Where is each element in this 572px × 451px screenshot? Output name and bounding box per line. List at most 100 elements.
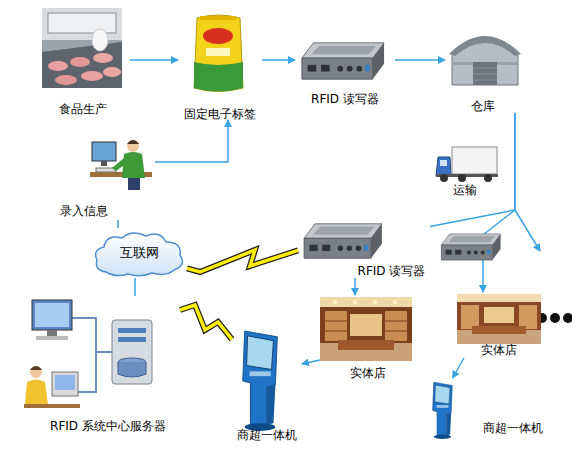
node-label: 商超一体机 [480, 421, 546, 435]
food-production-photo-part [42, 8, 122, 40]
store-photo-part [333, 300, 337, 304]
server-center-picture-part [32, 300, 72, 330]
store-photo-part [519, 305, 537, 329]
reader-node: RFID 读写器 [295, 38, 395, 108]
branch-arrow [515, 210, 540, 251]
flow-arrow [135, 278, 136, 296]
flow-line [354, 278, 356, 295]
warehouse-picture-part [473, 74, 497, 75]
food-production-photo [42, 8, 122, 88]
flow-arrow [118, 220, 119, 228]
food-production-photo-part [48, 61, 68, 71]
rfid-reader-picture [302, 43, 384, 79]
store-photo-part [325, 311, 347, 341]
store-photo-part [385, 331, 407, 332]
rice-bag-tag-part [206, 48, 230, 56]
store-photo [320, 297, 412, 361]
node-label: 仓库 [445, 99, 520, 113]
flow-arrow [395, 60, 445, 61]
server-center-picture-part [30, 366, 42, 378]
rice-bag-tag-part [194, 62, 243, 92]
flow-line [470, 113, 515, 292]
node-label: RFID 读写器 [353, 264, 430, 278]
server-center-picture-part [25, 380, 48, 405]
production-node: 食品生产 [35, 8, 130, 112]
food-production-photo-part [93, 53, 113, 63]
flow-line [453, 358, 464, 378]
ellipsis-dots-part [550, 313, 560, 323]
transport-node: 运输 [430, 140, 500, 198]
flow-arrow [130, 60, 178, 61]
server-center-picture-part [24, 404, 80, 408]
truck-picture-part [458, 174, 466, 182]
data-entry-operator-part [122, 152, 145, 178]
ellipsis-dots [537, 313, 572, 323]
store-photo-part [373, 300, 377, 304]
data-entry-operator-part [101, 161, 107, 166]
store-photo-part [353, 300, 357, 304]
flow-line [155, 120, 228, 162]
flow-line [130, 59, 178, 61]
store-node: 实体店 [320, 295, 415, 383]
flow-arrow [430, 113, 515, 227]
rfid-reader-picture-part [304, 224, 382, 258]
truck-picture [436, 147, 498, 182]
rfid-reader-picture-part [441, 234, 500, 260]
flow-arrow [355, 278, 356, 295]
truck-picture-part [440, 160, 447, 166]
warehouse-picture-part [473, 80, 497, 81]
data-entry-operator-part [112, 158, 127, 171]
store-photo-part [484, 307, 514, 323]
kiosk-picture-part [433, 382, 453, 439]
store-photo-part [320, 297, 412, 307]
server-center-picture-part [118, 337, 146, 342]
store-photo-part [320, 297, 412, 361]
warehouse-node: 仓库 [445, 25, 520, 113]
food-production-photo-part [103, 67, 121, 77]
rfid-reader-picture-part [302, 43, 384, 79]
flow-line [430, 113, 515, 227]
data-entry-operator-part [128, 178, 140, 190]
flow-line [262, 59, 295, 61]
data-entry-operator-part [127, 140, 139, 152]
store-photo-part [325, 331, 347, 332]
node-label: 运输 [430, 183, 500, 197]
flow-arrow [453, 358, 464, 378]
flow-arrow [155, 120, 228, 162]
kiosk-node: 商超一体机 [428, 378, 546, 440]
rfid-reader-picture [304, 224, 382, 258]
warehouse-picture-part [473, 68, 497, 69]
food-production-photo-part [55, 75, 77, 85]
node-label: 实体店 [320, 366, 415, 380]
server-center-picture [24, 300, 152, 408]
node-label: 食品生产 [35, 102, 130, 116]
food-production-photo-part [42, 8, 122, 88]
flow-arrow [302, 360, 320, 364]
truck-picture-part [452, 147, 497, 174]
tag-node: 固定电子标签 [178, 8, 262, 120]
store-photo-part [393, 300, 397, 304]
store-photo-part [385, 321, 407, 322]
warehouse-picture-part [473, 62, 497, 85]
rice-bag-tag-part [194, 15, 243, 92]
store-photo-part [350, 314, 382, 336]
data-entry-operator-part [127, 140, 139, 144]
internet-cloud: 互联网 [92, 228, 187, 278]
server-center-picture-part [30, 366, 42, 370]
rice-bag-tag-part [203, 28, 233, 44]
server-center-picture-part [52, 372, 78, 396]
bolt-fill [187, 250, 298, 272]
rfid-reader-picture [441, 234, 500, 260]
flow-line [117, 220, 119, 228]
server-center-picture-part [55, 375, 75, 390]
store-photo [457, 294, 541, 344]
server-center-picture-part [47, 330, 57, 336]
server-center-picture-part [118, 362, 146, 377]
server-center-picture-part [112, 320, 152, 384]
rice-bag-tag-part [200, 16, 236, 20]
store-photo-part [385, 311, 407, 341]
node-label: RFID 读写器 [295, 92, 395, 106]
node-label: 互联网 [92, 245, 187, 261]
